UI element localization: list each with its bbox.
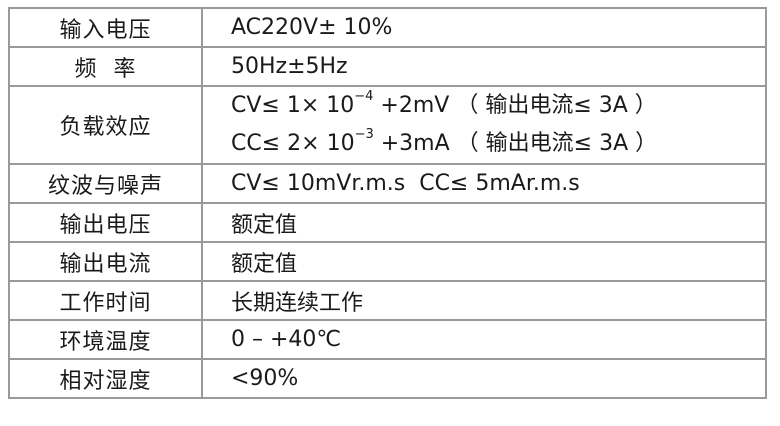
text-pre: CC≤ 2× 10 [231,131,355,156]
table-row-ambient-temperature: 环境温度 0 – +40℃ [8,319,767,360]
table-row-load-effect: 负载效应 CV≤ 1× 10−4 +2mV （ 输出电流≤ 3A ） CC≤ 2… [8,85,767,165]
load-effect-cv-line: CV≤ 1× 10−4 +2mV （ 输出电流≤ 3A ） [231,87,765,125]
load-effect-cc-line: CC≤ 2× 10−3 +3mA （ 输出电流≤ 3A ） [231,125,765,163]
row-label: 频 率 [8,46,203,87]
row-value: 长期连续工作 [201,280,767,321]
row-label: 纹波与噪声 [8,163,203,204]
text-pre: CV≤ 1× 10 [231,93,355,118]
row-label: 输出电流 [8,241,203,282]
row-label: 相对湿度 [8,358,203,399]
row-label: 工作时间 [8,280,203,321]
row-value: 0 – +40℃ [201,319,767,360]
table-row-ripple-noise: 纹波与噪声 CV≤ 10mVr.m.s CC≤ 5mAr.m.s [8,163,767,204]
table-row-frequency: 频 率 50Hz±5Hz [8,46,767,87]
spec-table: 输入电压 AC220V± 10% 频 率 50Hz±5Hz 负载效应 CV≤ 1… [8,7,767,399]
row-value: <90% [201,358,767,399]
row-value: CV≤ 10mVr.m.s CC≤ 5mAr.m.s [201,163,767,204]
table-row-output-voltage: 输出电压 额定值 [8,202,767,243]
table-row-relative-humidity: 相对湿度 <90% [8,358,767,399]
row-value: 50Hz±5Hz [201,46,767,87]
exponent: −4 [354,89,374,104]
row-value: 额定值 [201,202,767,243]
row-label: 输出电压 [8,202,203,243]
table-row-working-time: 工作时间 长期连续工作 [8,280,767,321]
table-row-output-current: 输出电流 额定值 [8,241,767,282]
row-label: 环境温度 [8,319,203,360]
table-row-input-voltage: 输入电压 AC220V± 10% [8,7,767,48]
row-value: CV≤ 1× 10−4 +2mV （ 输出电流≤ 3A ） CC≤ 2× 10−… [201,85,767,165]
row-label: 输入电压 [8,7,203,48]
row-label: 负载效应 [8,85,203,165]
text-post: +2mV （ 输出电流≤ 3A ） [373,93,657,118]
row-value: 额定值 [201,241,767,282]
text-post: +3mA （ 输出电流≤ 3A ） [373,131,658,156]
row-value: AC220V± 10% [201,7,767,48]
exponent: −3 [354,127,374,142]
